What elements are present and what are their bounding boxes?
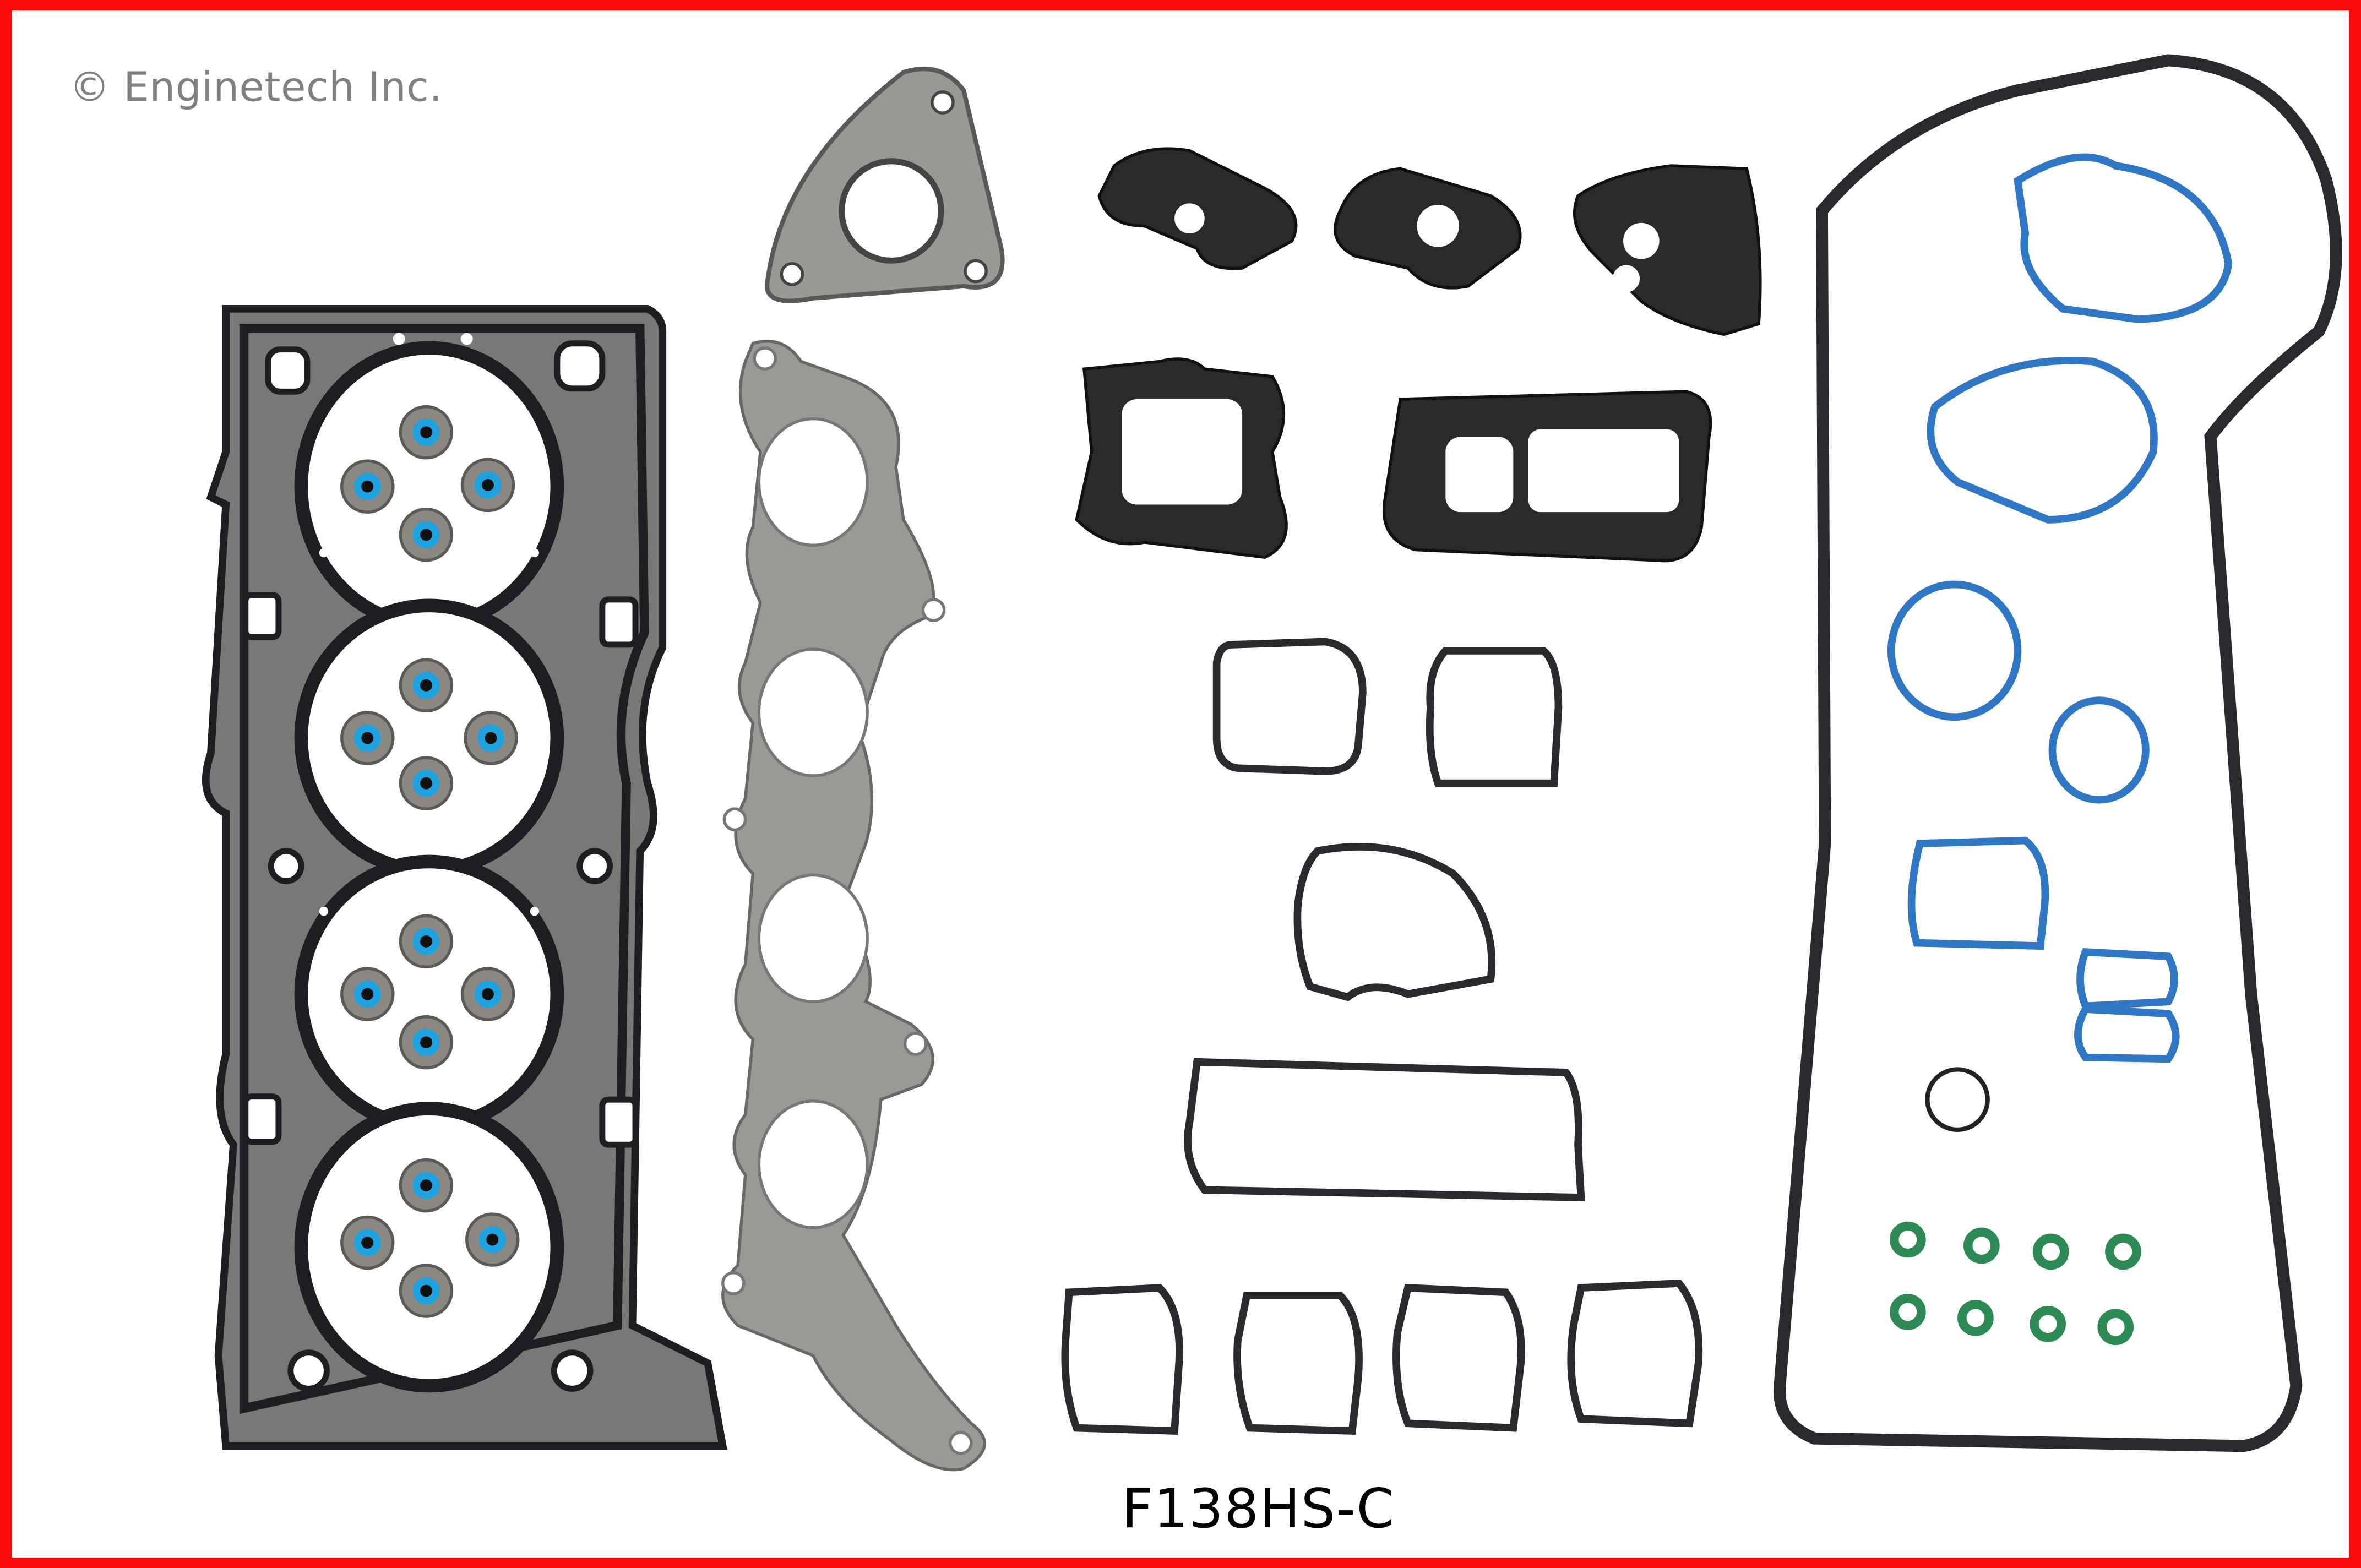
green-o-rings [1890,1221,2141,1346]
valve-cover-gasket [1774,54,2342,1452]
copyright-watermark: © Enginetech Inc. [69,64,443,112]
exhaust-manifold-gasket [721,339,986,1472]
small-o-ring [1925,1067,1990,1132]
head-gasket [202,304,727,1450]
gasket-set-illustration [202,54,2342,1472]
exhaust-flange-gasket [765,67,1005,303]
blue-tube-seals [1887,153,2233,1063]
part-number-label: F138HS-C [1122,1479,1395,1541]
rubber-seals [1061,638,1703,1435]
